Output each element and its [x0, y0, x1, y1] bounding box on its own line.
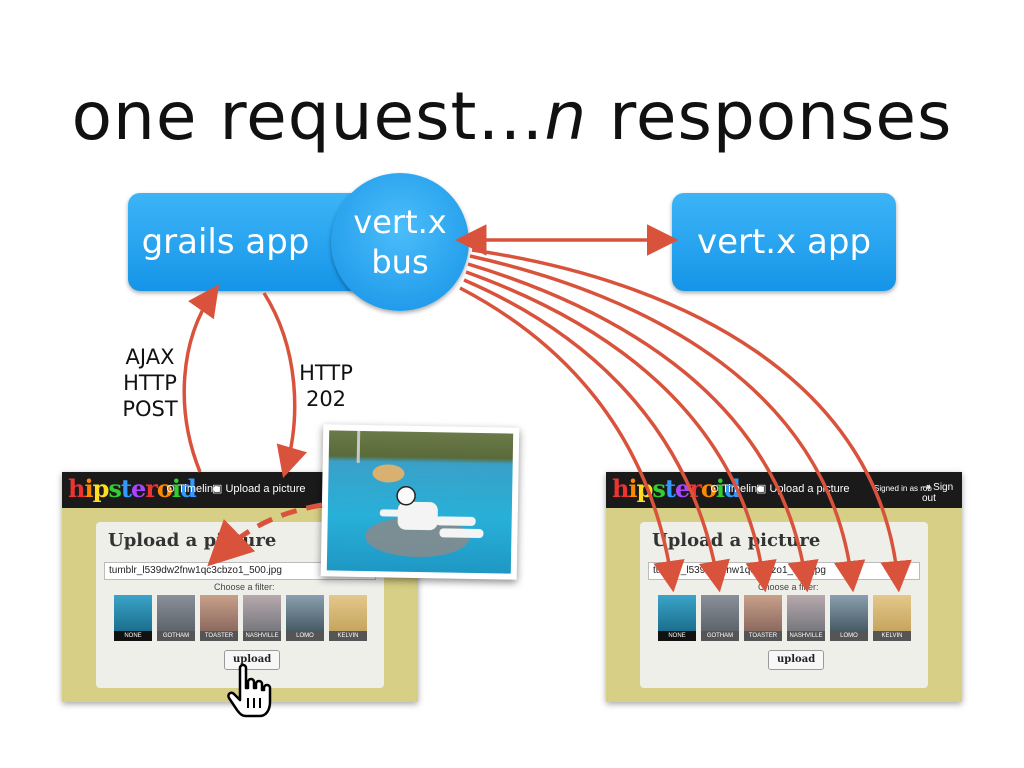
- signed-in-text: Signed in as rob: [874, 484, 932, 493]
- choose-filter-label-right: Choose a filter:: [758, 582, 819, 592]
- upload-button-right[interactable]: upload: [768, 650, 825, 670]
- choose-filter-label: Choose a filter:: [214, 582, 275, 592]
- grails-app-label: grails app: [141, 222, 310, 262]
- vertx-bus-label-2: bus: [371, 243, 429, 281]
- ajax-post-label: AJAX HTTP POST: [122, 345, 178, 421]
- grails-app-node: grails app: [128, 193, 363, 291]
- filter-lomo-right[interactable]: LOMO: [830, 595, 868, 641]
- right-app-screenshot: hipsteroid ⊙ Timeline ▣ Upload a picture…: [606, 472, 962, 702]
- slide-title: one request…n responses: [71, 78, 953, 155]
- hand-cursor-icon: [227, 664, 272, 718]
- nav-upload-link-right[interactable]: ▣ Upload a picture: [756, 483, 850, 495]
- filter-kelvin[interactable]: KELVIN: [329, 595, 367, 641]
- http-202-label: HTTP 202: [299, 361, 353, 411]
- hipsteroid-logo: hipsteroid: [68, 474, 197, 503]
- pool-photo: [320, 424, 520, 580]
- upload-button[interactable]: upload: [224, 650, 281, 670]
- pool-photo-image: [326, 430, 514, 574]
- nav-upload-link[interactable]: ▣ Upload a picture: [212, 483, 306, 495]
- right-app-navbar: hipsteroid ⊙ Timeline ▣ Upload a picture…: [606, 472, 962, 508]
- nav-timeline-link[interactable]: ⊙ Timeline: [166, 483, 220, 495]
- filter-kelvin-right[interactable]: KELVIN: [873, 595, 911, 641]
- vertx-app-node: vert.x app: [672, 193, 896, 291]
- filter-none[interactable]: NONE: [114, 595, 152, 641]
- stormtrooper-figure: [356, 430, 484, 557]
- vertx-bus-node: vert.x bus: [331, 173, 469, 311]
- filter-gotham[interactable]: GOTHAM: [157, 595, 195, 641]
- filter-toaster[interactable]: TOASTER: [200, 595, 238, 641]
- filename-input-right[interactable]: tumblr_l539dw2fnw1qc3cbzo1_500.jpg: [648, 562, 920, 580]
- upload-panel-right: Upload a picture tumblr_l539dw2fnw1qc3cb…: [640, 522, 928, 688]
- title-italic-n: n: [544, 78, 588, 155]
- filter-nashville-right[interactable]: NASHVILLE: [787, 595, 825, 641]
- sign-out-link[interactable]: ⇥ Sign out: [922, 482, 954, 504]
- filter-toaster-right[interactable]: TOASTER: [744, 595, 782, 641]
- filter-gotham-right[interactable]: GOTHAM: [701, 595, 739, 641]
- filter-lomo[interactable]: LOMO: [286, 595, 324, 641]
- vertx-bus-label-1: vert.x: [353, 203, 447, 241]
- filter-none-right[interactable]: NONE: [658, 595, 696, 641]
- filter-nashville[interactable]: NASHVILLE: [243, 595, 281, 641]
- upload-panel-title-right: Upload a picture: [652, 530, 821, 551]
- upload-panel-title: Upload a picture: [108, 530, 277, 551]
- vertx-app-label: vert.x app: [696, 222, 872, 262]
